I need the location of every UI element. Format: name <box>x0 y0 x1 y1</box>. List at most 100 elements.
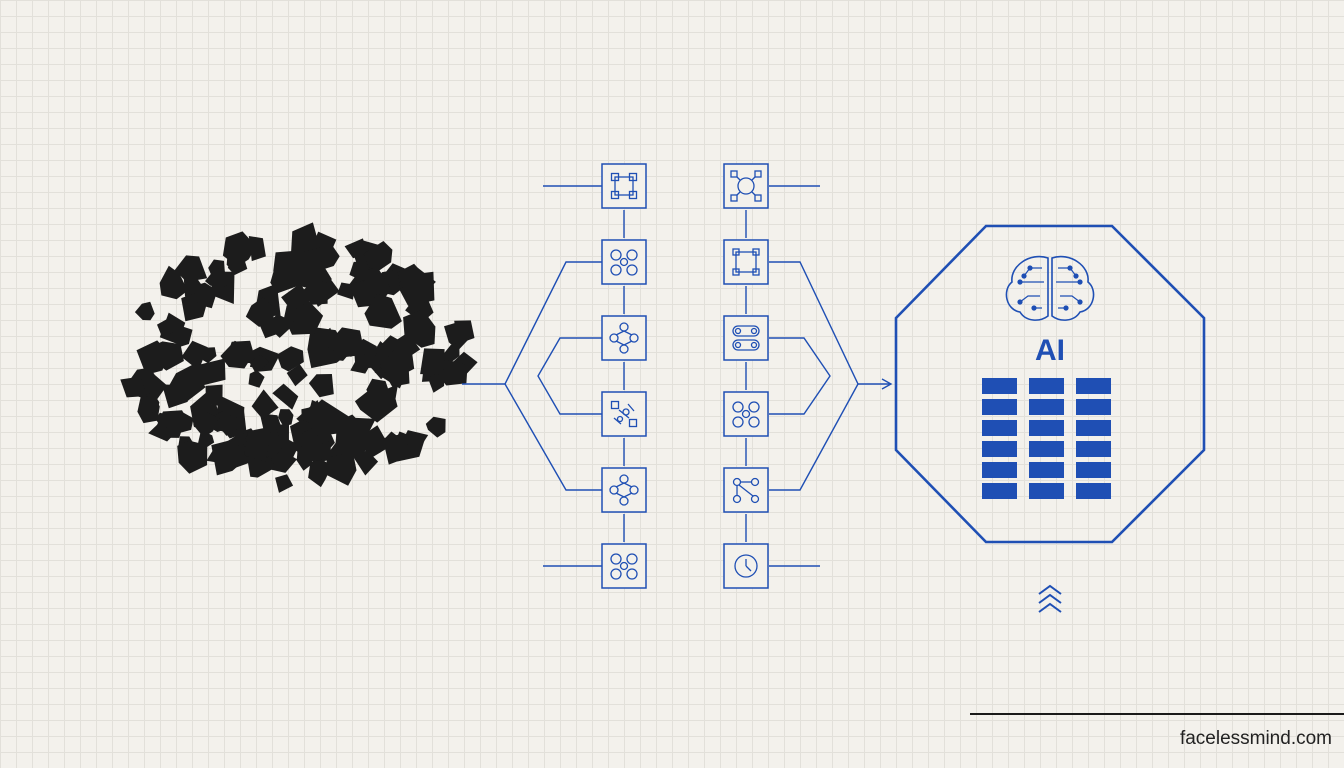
chevrons-up-icon <box>1038 584 1062 613</box>
fragment-shard <box>310 441 332 462</box>
fragment-shard <box>452 351 478 375</box>
data-grid-cell <box>1029 378 1064 394</box>
chevron-up <box>1038 602 1062 613</box>
fragment-shard <box>192 358 226 387</box>
fragment-shard <box>202 347 217 364</box>
data-grid-cell <box>1029 483 1064 499</box>
fragment-shard <box>335 414 371 459</box>
fragment-shard <box>326 327 365 358</box>
fragment-shard <box>155 412 175 429</box>
fragment-shard <box>211 440 245 476</box>
fragment-shard <box>173 326 193 348</box>
fragment-shard <box>270 260 300 294</box>
fragment-shard <box>272 383 299 410</box>
data-grid-cell <box>1076 483 1111 499</box>
footer-rule <box>970 713 1344 715</box>
fragment-shard <box>401 430 429 447</box>
fragment-shard <box>174 255 208 282</box>
fragment-shard <box>308 374 334 398</box>
clock-icon <box>723 543 769 589</box>
fragment-shard <box>244 431 271 462</box>
fragment-shard <box>276 346 304 372</box>
node-graph-icon <box>601 315 647 361</box>
octagon-frame <box>894 224 1206 544</box>
data-grid-cell <box>1029 420 1064 436</box>
brain-circuit-node <box>1017 299 1023 305</box>
data-grid-cell <box>1029 462 1064 478</box>
fragment-shard <box>278 409 294 427</box>
fragment-shard <box>281 283 311 312</box>
fragment-shard <box>177 440 208 474</box>
brain-circuit-node <box>1063 305 1069 311</box>
fragment-shard <box>216 413 241 436</box>
fragment-shard <box>392 332 421 360</box>
fragment-shard <box>251 389 279 420</box>
data-grid-cell <box>982 378 1017 394</box>
fragment-shard <box>353 263 369 283</box>
fragment-shard <box>205 267 234 287</box>
frame-nodes-icon <box>723 239 769 285</box>
brain-circuit-node <box>1017 279 1023 285</box>
graph-nodes-icon <box>723 467 769 513</box>
fragment-shard <box>246 451 276 478</box>
brain-circuit-icon <box>1005 255 1095 321</box>
fragment-shard <box>363 241 393 271</box>
data-grid-cell <box>1076 399 1111 415</box>
fragment-shard <box>193 411 218 438</box>
arrow-head <box>881 378 893 390</box>
connector-line <box>769 261 859 385</box>
fragment-shard <box>157 317 176 338</box>
fragment-shard <box>425 416 446 438</box>
chevron-up <box>1038 584 1062 595</box>
fragment-shard <box>159 265 188 300</box>
brain-circuit-node <box>1027 265 1033 271</box>
data-grid-cell <box>982 441 1017 457</box>
node-cluster-icon <box>601 239 647 285</box>
data-grid-cell <box>1076 420 1111 436</box>
fragment-shard <box>295 453 314 471</box>
fragment-shard <box>354 386 398 423</box>
fragment-shard <box>136 340 169 375</box>
fragment-shard <box>384 356 410 387</box>
brand-link[interactable]: facelessmind.com <box>1179 728 1332 749</box>
fragment-shard <box>303 279 328 305</box>
fragment-shard <box>245 297 275 327</box>
node-graph-icon <box>601 467 647 513</box>
connector-line <box>537 337 602 415</box>
fragment-shard <box>403 309 436 348</box>
fragment-shard <box>142 393 160 414</box>
fragment-shard <box>429 374 445 393</box>
brain-circuit-node <box>1077 299 1083 305</box>
fragment-shard <box>134 301 155 321</box>
chevron-up <box>1038 593 1062 604</box>
fragment-shard <box>181 340 208 371</box>
fragment-shard <box>227 256 248 275</box>
brain-right-hemisphere <box>1051 255 1095 321</box>
fragment-shard <box>248 370 265 388</box>
connector-line <box>504 383 602 491</box>
network-grid-icon <box>601 163 647 209</box>
circle-network-icon <box>723 163 769 209</box>
fragment-shard <box>290 222 320 255</box>
fragment-shard <box>397 263 427 294</box>
brain-circuit-node <box>1067 265 1073 271</box>
fragment-shard <box>220 340 253 369</box>
node-cluster-icon <box>723 391 769 437</box>
data-grid-cell <box>982 420 1017 436</box>
data-grid-cell <box>1029 441 1064 457</box>
scattered-pieces-icon <box>601 391 647 437</box>
brain-circuit-node <box>1077 279 1083 285</box>
fragment-shard <box>250 354 269 369</box>
data-grid-icon <box>982 378 1111 499</box>
fragment-shard <box>308 459 332 488</box>
node-cluster-icon <box>601 543 647 589</box>
right-module-column <box>723 163 769 589</box>
shattered-fragments-icon <box>120 222 478 493</box>
connector-line <box>504 261 602 385</box>
fragment-shard <box>421 363 438 380</box>
connector-lines <box>462 185 893 567</box>
brain-circuit-node <box>1073 273 1079 279</box>
brain-circuit-node <box>1021 273 1027 279</box>
data-grid-cell <box>982 462 1017 478</box>
